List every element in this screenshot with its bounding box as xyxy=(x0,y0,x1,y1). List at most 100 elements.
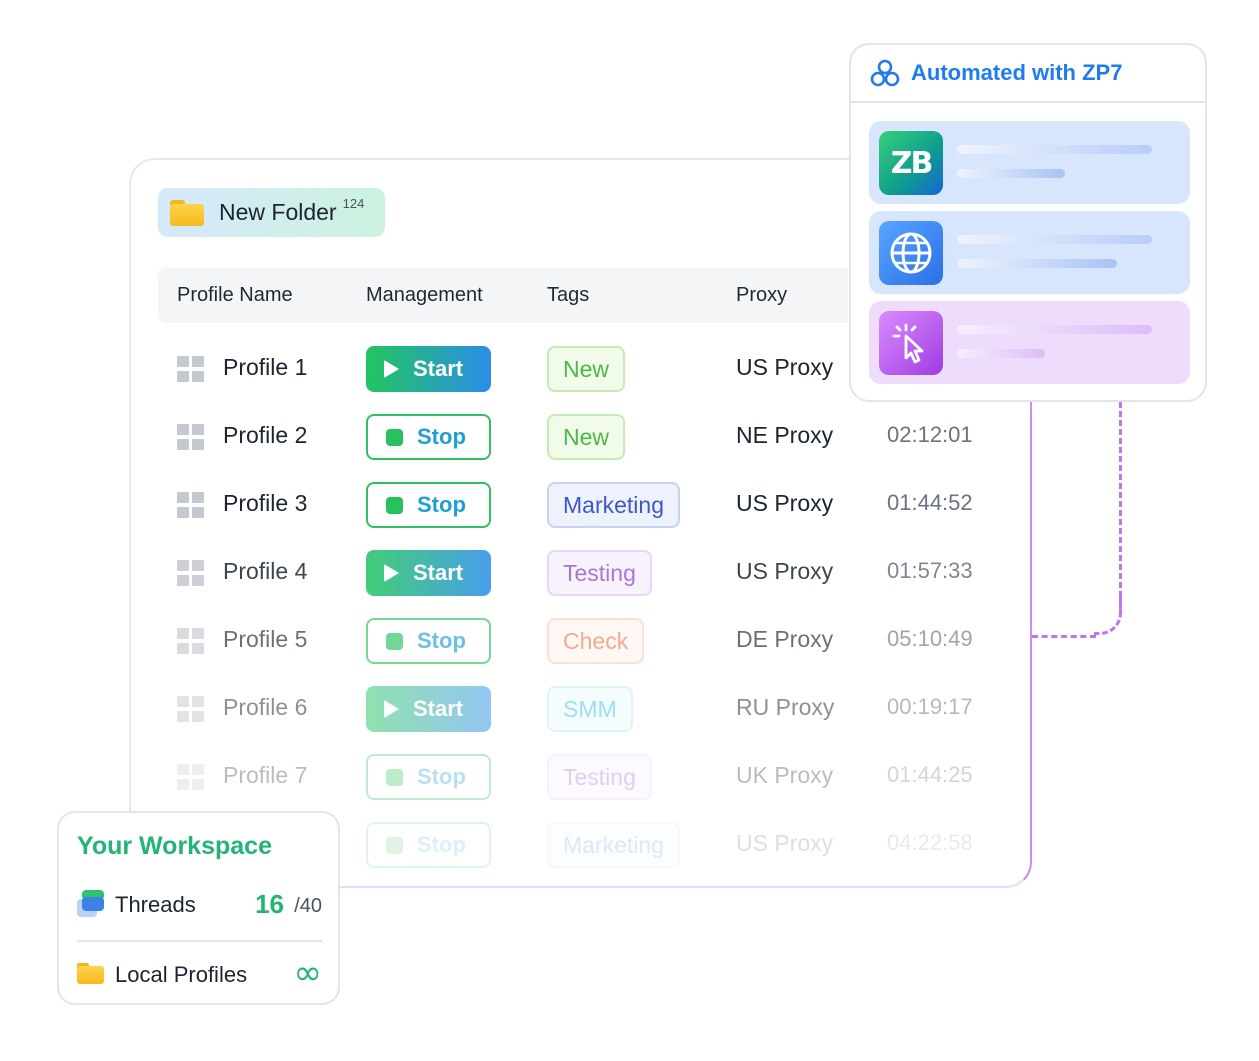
tag-badge[interactable]: New xyxy=(547,346,626,392)
grid-icon xyxy=(177,560,205,587)
globe-icon xyxy=(879,221,943,285)
session-timer: 01:44:25 xyxy=(887,762,973,787)
threads-used: 16 xyxy=(255,889,284,919)
grid-icon xyxy=(177,764,205,791)
grid-icon xyxy=(177,424,205,451)
tag-badge[interactable]: Marketing xyxy=(547,822,680,868)
proxy-label: DE Proxy xyxy=(736,626,834,652)
automation-item-browser[interactable] xyxy=(869,211,1190,294)
profile-name: Profile 7 xyxy=(223,762,308,788)
session-timer: 00:19:17 xyxy=(887,694,973,719)
tag-badge[interactable]: Check xyxy=(547,618,645,664)
proxy-label: UK Proxy xyxy=(736,762,834,788)
tag-badge[interactable]: Testing xyxy=(547,754,652,800)
start-button[interactable]: Start xyxy=(366,346,491,392)
action-label: Stop xyxy=(417,424,466,449)
action-label: Stop xyxy=(417,628,466,653)
table-row[interactable]: Profile 4 Start Testing US Proxy 01:57:33 xyxy=(158,538,1008,606)
automation-item-clicker[interactable] xyxy=(869,301,1190,384)
tag-badge[interactable]: Marketing xyxy=(547,482,680,528)
stop-icon xyxy=(386,496,403,514)
local-profiles-row: Local Profiles ∞ xyxy=(77,953,322,995)
stop-button[interactable]: Stop xyxy=(366,822,491,868)
threads-label: Threads xyxy=(115,892,196,917)
folder-chip[interactable]: New Folder 124 xyxy=(158,188,385,237)
start-button[interactable]: Start xyxy=(366,550,491,596)
proxy-label: NE Proxy xyxy=(736,422,834,448)
cursor-click-icon xyxy=(879,311,943,375)
zb-logo-icon: ZB xyxy=(879,131,943,195)
play-icon xyxy=(384,564,399,582)
session-timer: 01:44:52 xyxy=(887,490,973,515)
proxy-label: US Proxy xyxy=(736,490,834,516)
connector-line xyxy=(1032,635,1096,638)
table-row[interactable]: Profile 3 Stop Marketing US Proxy 01:44:52 xyxy=(158,470,1008,538)
tag-badge[interactable]: New xyxy=(547,414,626,460)
action-label: Start xyxy=(413,696,464,721)
session-timer: 05:10:49 xyxy=(887,626,973,651)
grid-icon xyxy=(177,628,205,655)
column-header-management[interactable]: Management xyxy=(366,284,483,306)
session-timer: 04:22:58 xyxy=(887,830,973,855)
profile-name: Profile 1 xyxy=(223,354,308,380)
threads-total: /40 xyxy=(294,895,322,917)
table-row[interactable]: Profile 1 Start New US Proxy xyxy=(158,334,1008,402)
workspace-title: Your Workspace xyxy=(77,832,272,860)
column-header-proxy[interactable]: Proxy xyxy=(736,284,788,306)
profile-name: Profile 3 xyxy=(223,490,308,516)
stop-icon xyxy=(386,632,403,650)
workspace-divider xyxy=(77,940,322,942)
connector-corner xyxy=(1094,595,1122,635)
play-icon xyxy=(384,700,399,718)
automation-item-zb[interactable]: ZB xyxy=(869,121,1190,204)
proxy-label: US Proxy xyxy=(736,558,834,584)
table-row[interactable]: Profile 2 Stop New NE Proxy 02:12:01 xyxy=(158,402,1008,470)
action-label: Stop xyxy=(417,492,466,517)
tag-badge[interactable]: Testing xyxy=(547,550,652,596)
automation-title: Automated with ZP7 xyxy=(911,60,1123,85)
connector-line xyxy=(1119,402,1122,615)
column-header-tags[interactable]: Tags xyxy=(547,284,590,306)
grid-icon xyxy=(177,492,205,519)
stop-button[interactable]: Stop xyxy=(366,754,491,800)
table-row[interactable]: Profile 7 Stop Testing UK Proxy 01:44:25 xyxy=(158,742,1008,810)
table-row[interactable]: Profile 5 Stop Check DE Proxy 05:10:49 xyxy=(158,606,1008,674)
tag-badge[interactable]: SMM xyxy=(547,686,633,732)
automation-panel: Automated with ZP7 ZB xyxy=(849,43,1207,402)
action-label: Start xyxy=(413,356,464,381)
threads-icon xyxy=(77,890,104,917)
column-header-profile-name[interactable]: Profile Name xyxy=(177,284,293,306)
grid-icon xyxy=(177,356,205,383)
profile-name: Profile 2 xyxy=(223,422,308,448)
local-profiles-label: Local Profiles xyxy=(115,962,248,987)
session-timer: 02:12:01 xyxy=(887,422,973,447)
table-row[interactable]: Stop Marketing US Proxy 04:22:58 xyxy=(158,810,1008,878)
table-header: Profile Name Management Tags Proxy xyxy=(158,268,848,323)
action-label: Stop xyxy=(417,764,466,789)
automation-header: Automated with ZP7 xyxy=(851,45,1205,103)
grid-icon xyxy=(177,696,205,723)
stop-button[interactable]: Stop xyxy=(366,414,491,460)
stop-button[interactable]: Stop xyxy=(366,618,491,664)
session-timer: 01:57:33 xyxy=(887,558,973,583)
profile-name: Profile 6 xyxy=(223,694,308,720)
start-button[interactable]: Start xyxy=(366,686,491,732)
folder-count: 124 xyxy=(342,196,365,211)
folder-icon xyxy=(170,199,204,226)
infinity-icon: ∞ xyxy=(293,953,322,993)
folder-icon xyxy=(77,963,104,984)
proxy-label: US Proxy xyxy=(736,354,834,380)
stop-icon xyxy=(386,428,403,446)
action-label: Stop xyxy=(417,832,466,857)
proxy-label: US Proxy xyxy=(736,830,834,856)
threads-row: Threads 16 /40 xyxy=(77,885,322,925)
stop-icon xyxy=(386,768,403,786)
folder-name: New Folder xyxy=(219,199,337,225)
action-label: Start xyxy=(413,560,464,585)
profile-name: Profile 5 xyxy=(223,626,308,652)
stop-button[interactable]: Stop xyxy=(366,482,491,528)
zp7-logo-icon xyxy=(870,59,900,87)
workspace-card: Your Workspace Threads 16 /40 Local Prof… xyxy=(57,811,340,1005)
profile-name: Profile 4 xyxy=(223,558,308,584)
